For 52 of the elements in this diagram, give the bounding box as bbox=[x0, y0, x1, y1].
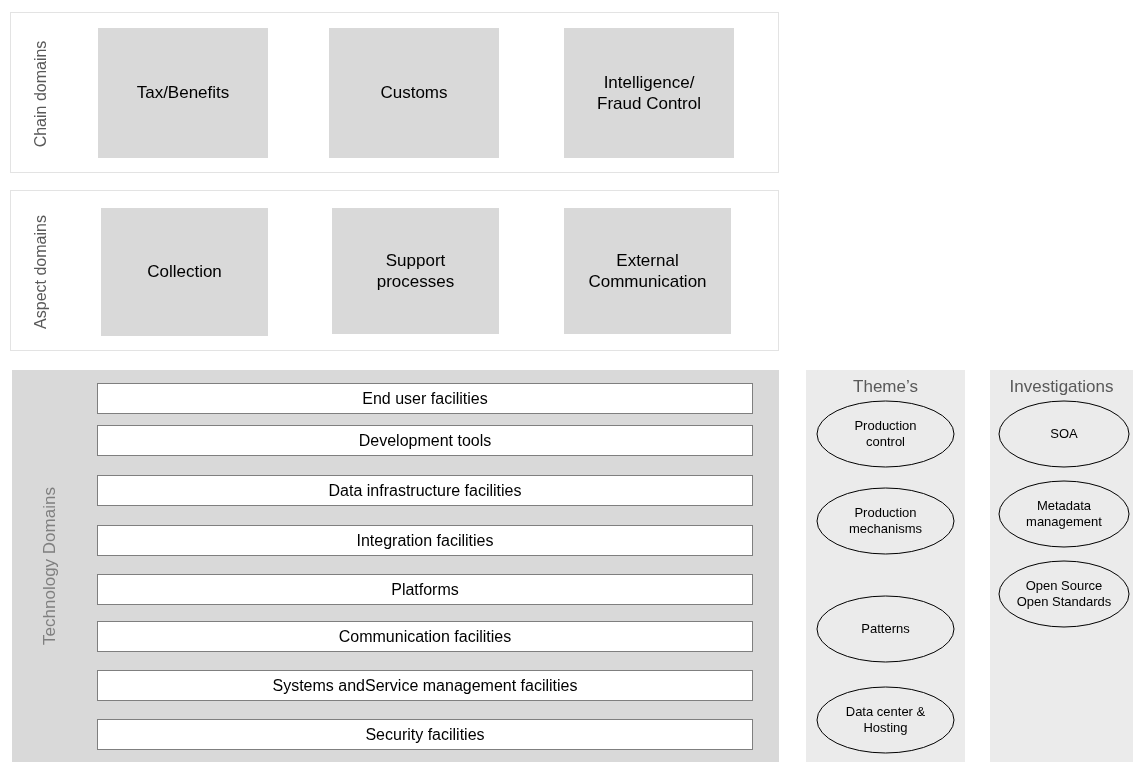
node-label: Support processes bbox=[375, 249, 456, 293]
node-label: Collection bbox=[147, 261, 222, 283]
node-label: Development tools bbox=[358, 430, 492, 451]
node-label: Systems andService management facilities bbox=[272, 675, 578, 696]
node-label: External Communication bbox=[587, 249, 708, 293]
topic-ellipse bbox=[998, 560, 1130, 628]
node-label: Patterns bbox=[861, 620, 910, 638]
facility-bar bbox=[97, 719, 753, 750]
column-title: Theme’s bbox=[852, 376, 919, 398]
node-label: Tax/Benefits bbox=[136, 82, 230, 104]
node-label: Data infrastructure facilities bbox=[328, 480, 522, 501]
domain-box bbox=[564, 208, 731, 334]
facility-bar bbox=[97, 574, 753, 605]
domain-panel bbox=[10, 12, 779, 173]
column-panel bbox=[990, 370, 1133, 762]
node-label: Production control bbox=[853, 417, 918, 451]
node-label: Production mechanisms bbox=[848, 504, 923, 538]
topic-ellipse bbox=[816, 400, 955, 468]
domain-box bbox=[332, 208, 499, 334]
domain-box bbox=[564, 28, 734, 158]
topic-ellipse bbox=[816, 487, 955, 555]
node-label: Platforms bbox=[391, 579, 459, 600]
node-label: Open Source Open Standards bbox=[1015, 577, 1113, 611]
domain-title: Aspect domains bbox=[31, 214, 50, 329]
domain-title: Technology Domains bbox=[39, 487, 61, 645]
topic-ellipse bbox=[816, 686, 955, 754]
domain-box bbox=[329, 28, 499, 158]
topic-ellipse bbox=[816, 595, 955, 663]
domain-panel bbox=[10, 190, 779, 351]
facility-bar bbox=[97, 670, 753, 701]
domain-box bbox=[101, 208, 268, 336]
node-label: Customs bbox=[380, 82, 448, 104]
column-title: Investigations bbox=[1008, 376, 1115, 398]
facility-bar bbox=[97, 475, 753, 506]
facility-bar bbox=[97, 621, 753, 652]
topic-ellipse bbox=[998, 480, 1130, 548]
node-label: Integration facilities bbox=[356, 530, 494, 551]
node-label: Data center & Hosting bbox=[845, 703, 926, 737]
node-label: SOA bbox=[1050, 425, 1078, 443]
node-label: Security facilities bbox=[365, 724, 485, 745]
facility-bar bbox=[97, 525, 753, 556]
domain-title: Chain domains bbox=[31, 40, 50, 147]
facility-bar bbox=[97, 425, 753, 456]
node-label: Intelligence/ Fraud Control bbox=[596, 71, 702, 115]
facility-bar bbox=[97, 383, 753, 414]
domain-box bbox=[98, 28, 268, 158]
node-label: Communication facilities bbox=[338, 626, 512, 647]
node-label: End user facilities bbox=[362, 388, 488, 409]
topic-ellipse bbox=[998, 400, 1130, 468]
domain-panel bbox=[12, 370, 779, 762]
column-panel bbox=[806, 370, 965, 762]
node-label: Metadata management bbox=[1025, 497, 1103, 531]
